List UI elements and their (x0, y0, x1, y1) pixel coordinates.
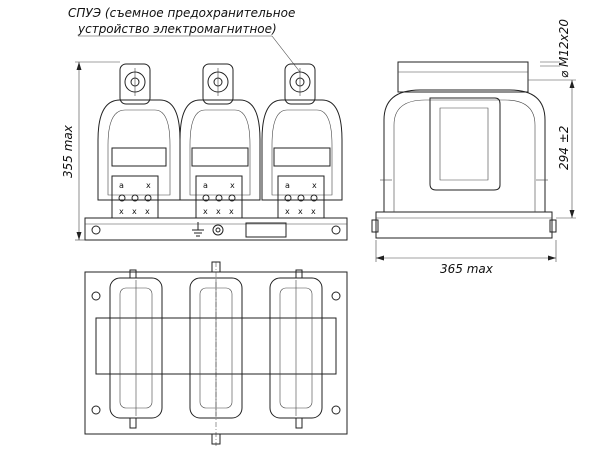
side-base (375, 211, 553, 239)
top-bolt-bottom (211, 433, 221, 445)
spue-annotation: СПУЭ (съемное предохранительное устройст… (68, 6, 301, 73)
side-body (383, 89, 546, 212)
top-coil-a (109, 277, 163, 419)
terminal-label-x1: x (146, 181, 151, 190)
annotation-line-1: СПУЭ (съемное предохранительное (68, 6, 295, 20)
dim-bolt: ⌀ M12x20 (540, 19, 571, 78)
dim-bolt-text: ⌀ M12x20 (557, 19, 571, 78)
top-stud-a (129, 269, 137, 279)
top-hole-tr (331, 291, 341, 301)
side-bolt-right (549, 219, 557, 233)
terminal-label-b3: x (145, 207, 150, 216)
top-hole-br (331, 405, 341, 415)
ground-symbol (192, 222, 204, 237)
terminal-labels: a x a x a x x x x x x x x x x (119, 181, 317, 216)
terminal-label-a3: a (285, 181, 290, 190)
front-view: a x a x a x x x x x x x x x x 355 max (61, 61, 348, 241)
annotation-leader (271, 35, 301, 73)
terminal-label-b6: x (229, 207, 234, 216)
terminal-label-b5: x (216, 207, 221, 216)
nameplate (245, 222, 287, 238)
side-body-inner (393, 99, 536, 212)
top-stud-c (295, 269, 303, 279)
ground-terminal-core (215, 227, 221, 233)
side-view: 365 max 294 ±2 ⌀ M12x20 (371, 19, 576, 276)
top-stud-c-bottom (295, 417, 303, 429)
transformer-phase-a (97, 63, 181, 219)
terminal-label-a1: a (119, 181, 124, 190)
side-window (429, 97, 501, 191)
terminal-label-b2: x (132, 207, 137, 216)
dim-height-side-text: 294 ±2 (557, 126, 571, 170)
dim-height-total-text: 355 max (61, 124, 75, 178)
dim-height-total: 355 max (61, 61, 120, 241)
terminal-label-b7: x (285, 207, 290, 216)
terminal-label-x3: x (312, 181, 317, 190)
top-hole-bl (91, 405, 101, 415)
terminal-label-x2: x (230, 181, 235, 190)
top-hole-tl (91, 291, 101, 301)
top-view (84, 261, 348, 446)
top-bolt-top (211, 261, 221, 273)
transformer-phase-c (261, 63, 343, 219)
side-head (397, 61, 529, 93)
dim-height-side: 294 ±2 (528, 79, 576, 219)
side-bolt-left (371, 219, 379, 233)
top-coil-b (189, 277, 243, 419)
transformer-phase-b (179, 63, 261, 219)
ground-terminal (212, 224, 224, 236)
mount-hole-left (91, 225, 101, 235)
side-window-inner (439, 107, 489, 181)
terminal-label-b4: x (203, 207, 208, 216)
top-stud-a-bottom (129, 417, 137, 429)
terminal-label-b8: x (298, 207, 303, 216)
dim-width-total: 365 max (375, 240, 557, 276)
mount-hole-right (331, 225, 341, 235)
annotation-line-2: устройство электромагнитное) (77, 22, 277, 36)
terminal-label-a2: a (203, 181, 208, 190)
terminal-label-b9: x (311, 207, 316, 216)
dim-width-total-text: 365 max (440, 262, 494, 276)
terminal-label-b1: x (119, 207, 124, 216)
top-coil-c (269, 277, 323, 419)
